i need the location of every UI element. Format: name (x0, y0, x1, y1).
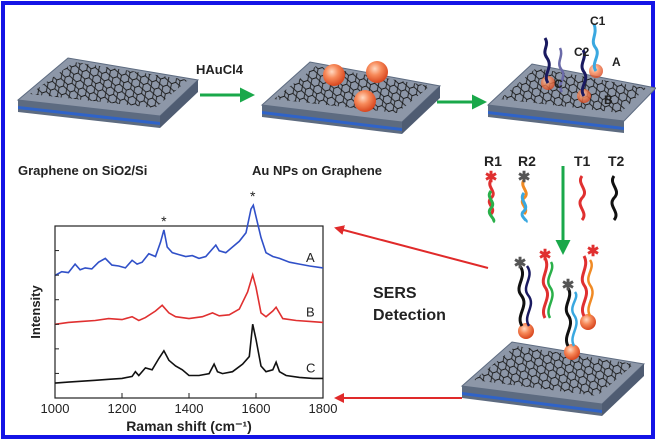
gold-nanoparticle (323, 64, 345, 86)
substrate-graphene (16, 57, 200, 128)
capture-strand (591, 23, 599, 72)
gold-nanoparticle (580, 314, 596, 330)
reagent-label: HAuCl4 (196, 62, 244, 77)
gold-nanoparticle (354, 90, 376, 112)
caption-au-nps: Au NPs on Graphene (252, 163, 382, 178)
gold-nanoparticle (564, 344, 580, 360)
gold-nanoparticle (518, 323, 534, 339)
substrate-capture (486, 63, 656, 133)
series-label: C (306, 360, 315, 375)
detection-label-line1: SERS (373, 285, 417, 302)
x-tick-label: 1000 (41, 401, 70, 416)
plot-frame (54, 225, 324, 399)
probe-label-c2: C2 (574, 45, 590, 59)
hybridized-complex (517, 255, 594, 347)
reporter-label-r1: R1 (484, 153, 502, 169)
raman-tag-icon: ✱ (539, 247, 552, 264)
raman-tag-icon: ✱ (485, 169, 498, 186)
x-tick-label: 1200 (108, 401, 137, 416)
detection-label-line2: Detection (373, 307, 446, 324)
target-label-t2: T2 (608, 153, 625, 169)
substrate-sers (460, 341, 646, 416)
probe-label-a: A (612, 55, 621, 69)
arrow-to-spectrum-top (334, 225, 489, 269)
x-tick-label: 1400 (175, 401, 204, 416)
peak-star-icon: * (161, 213, 167, 229)
x-axis-label: Raman shift (cm⁻¹) (126, 418, 252, 434)
capture-strand (543, 37, 551, 84)
reporter-strand-r1: ✱ (485, 169, 498, 224)
x-tick-label: 1600 (242, 401, 271, 416)
raman-spectrum-chart: A B C * * 1000 1200 1400 1600 1800 Raman shift (… (28, 188, 337, 434)
raman-tag-icon: ✱ (562, 277, 575, 294)
reporter-label-r2: R2 (518, 153, 536, 169)
spectrum-line-c (54, 324, 323, 384)
y-axis-label: Intensity (28, 285, 43, 339)
probe-label-c1: C1 (590, 14, 606, 28)
probe-label-c: C (554, 77, 563, 91)
target-label-t1: T1 (574, 153, 591, 169)
gold-nanoparticle (366, 61, 388, 83)
x-tick-label: 1800 (309, 401, 338, 416)
spectrum-line-b (54, 271, 324, 326)
caption-graphene: Graphene on SiO2/Si (18, 163, 147, 178)
probe-label-b: B (604, 93, 613, 107)
series-label: A (306, 250, 315, 265)
series-label: B (306, 304, 315, 319)
raman-tag-icon: ✱ (514, 255, 527, 272)
raman-tag-icon: ✱ (518, 169, 531, 186)
peak-star-icon: * (250, 188, 256, 204)
capture-strand (580, 49, 588, 97)
target-strand-t2 (610, 175, 619, 221)
raman-tag-icon: ✱ (587, 243, 600, 260)
target-strand-t1 (578, 175, 587, 221)
capture-strand (558, 47, 565, 93)
substrate-au-nps (260, 61, 442, 134)
reporter-strand-r2: ✱ (518, 169, 531, 224)
spectrum-line-a (54, 203, 324, 277)
